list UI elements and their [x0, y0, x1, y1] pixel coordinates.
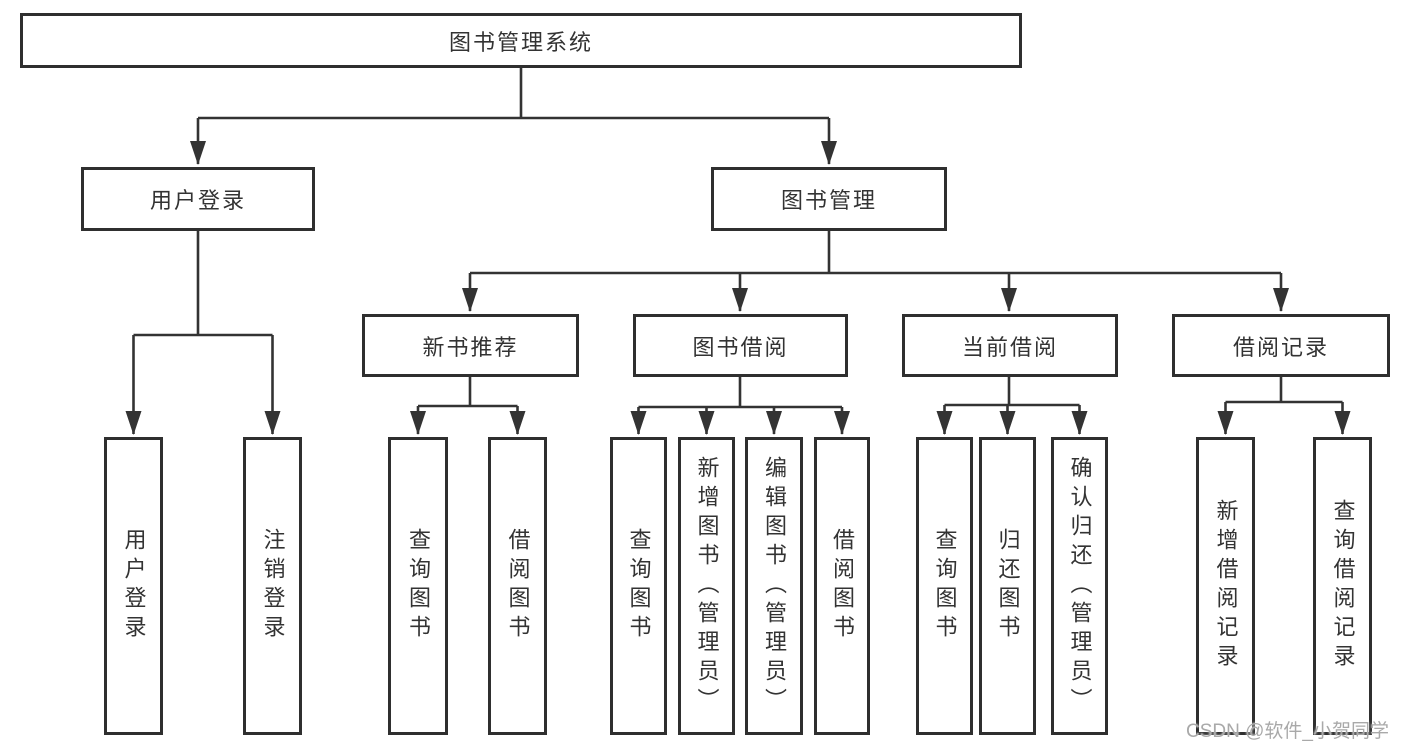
edge-new-book-to-children	[410, 377, 526, 435]
node-new-book-recommend: 新书推荐	[362, 314, 579, 377]
leaf-bb-edit-books-admin: 编辑图书（管理员）	[745, 437, 803, 735]
node-book-management: 图书管理	[711, 167, 947, 231]
edge-book-borrow-to-children	[630, 377, 850, 435]
leaf-cb-query-books: 查询图书	[916, 437, 973, 735]
leaf-bb-edit-books-admin-label: 编辑图书（管理员）	[762, 455, 787, 717]
edge-current-borrow-to-children	[936, 377, 1088, 435]
node-new-book-recommend-label: 新书推荐	[422, 334, 519, 360]
leaf-cb-return-books: 归还图书	[979, 437, 1036, 735]
node-book-borrowing-label: 图书借阅	[692, 334, 789, 360]
leaf-bb-add-books-admin-label: 新增图书（管理员）	[694, 455, 720, 717]
leaf-bb-query-books: 查询图书	[610, 437, 667, 735]
leaf-br-add-record-label: 新增借阅记录	[1213, 499, 1239, 673]
leaf-bb-add-books-admin: 新增图书（管理员）	[678, 437, 735, 735]
leaf-cb-return-books-label: 归还图书	[995, 528, 1021, 644]
leaf-user-login-label: 用户登录	[121, 528, 147, 644]
leaf-nbr-borrow-books: 借阅图书	[488, 437, 547, 735]
edge-borrow-records-to-children	[1217, 377, 1351, 435]
leaf-nbr-borrow-books-label: 借阅图书	[505, 528, 531, 644]
leaf-nbr-query-books-label: 查询图书	[406, 528, 431, 644]
node-user-login: 用户登录	[81, 167, 315, 231]
node-user-login-label: 用户登录	[149, 188, 246, 213]
edge-book-mgmt-to-children	[462, 231, 1289, 312]
leaf-user-login: 用户登录	[104, 437, 163, 735]
node-current-borrowing-label: 当前借阅	[961, 334, 1058, 360]
node-root: 图书管理系统	[20, 13, 1022, 68]
node-current-borrowing: 当前借阅	[902, 314, 1118, 377]
leaf-br-query-record: 查询借阅记录	[1313, 437, 1372, 735]
node-borrowing-records-label: 借阅记录	[1232, 334, 1329, 360]
leaf-bb-borrow-books-label: 借阅图书	[830, 528, 855, 644]
node-root-label: 图书管理系统	[448, 29, 593, 55]
leaf-cb-confirm-return-admin: 确认归还（管理员）	[1051, 437, 1108, 735]
leaf-logout: 注销登录	[243, 437, 302, 735]
leaf-bb-borrow-books: 借阅图书	[814, 437, 870, 735]
leaf-cb-confirm-return-admin-label: 确认归还（管理员）	[1067, 455, 1093, 717]
node-book-management-label: 图书管理	[780, 188, 877, 213]
edge-user-login-to-children	[125, 231, 281, 435]
leaf-bb-query-books-label: 查询图书	[626, 528, 652, 644]
watermark: CSDN @软件_小贺同学	[1186, 721, 1389, 742]
leaf-cb-query-books-label: 查询图书	[932, 528, 958, 644]
node-book-borrowing: 图书借阅	[633, 314, 848, 377]
leaf-br-query-record-label: 查询借阅记录	[1330, 499, 1356, 673]
leaf-logout-label: 注销登录	[260, 528, 286, 644]
leaf-br-add-record: 新增借阅记录	[1196, 437, 1255, 735]
node-borrowing-records: 借阅记录	[1172, 314, 1390, 377]
leaf-nbr-query-books: 查询图书	[388, 437, 448, 735]
edge-root-to-children	[190, 68, 837, 165]
